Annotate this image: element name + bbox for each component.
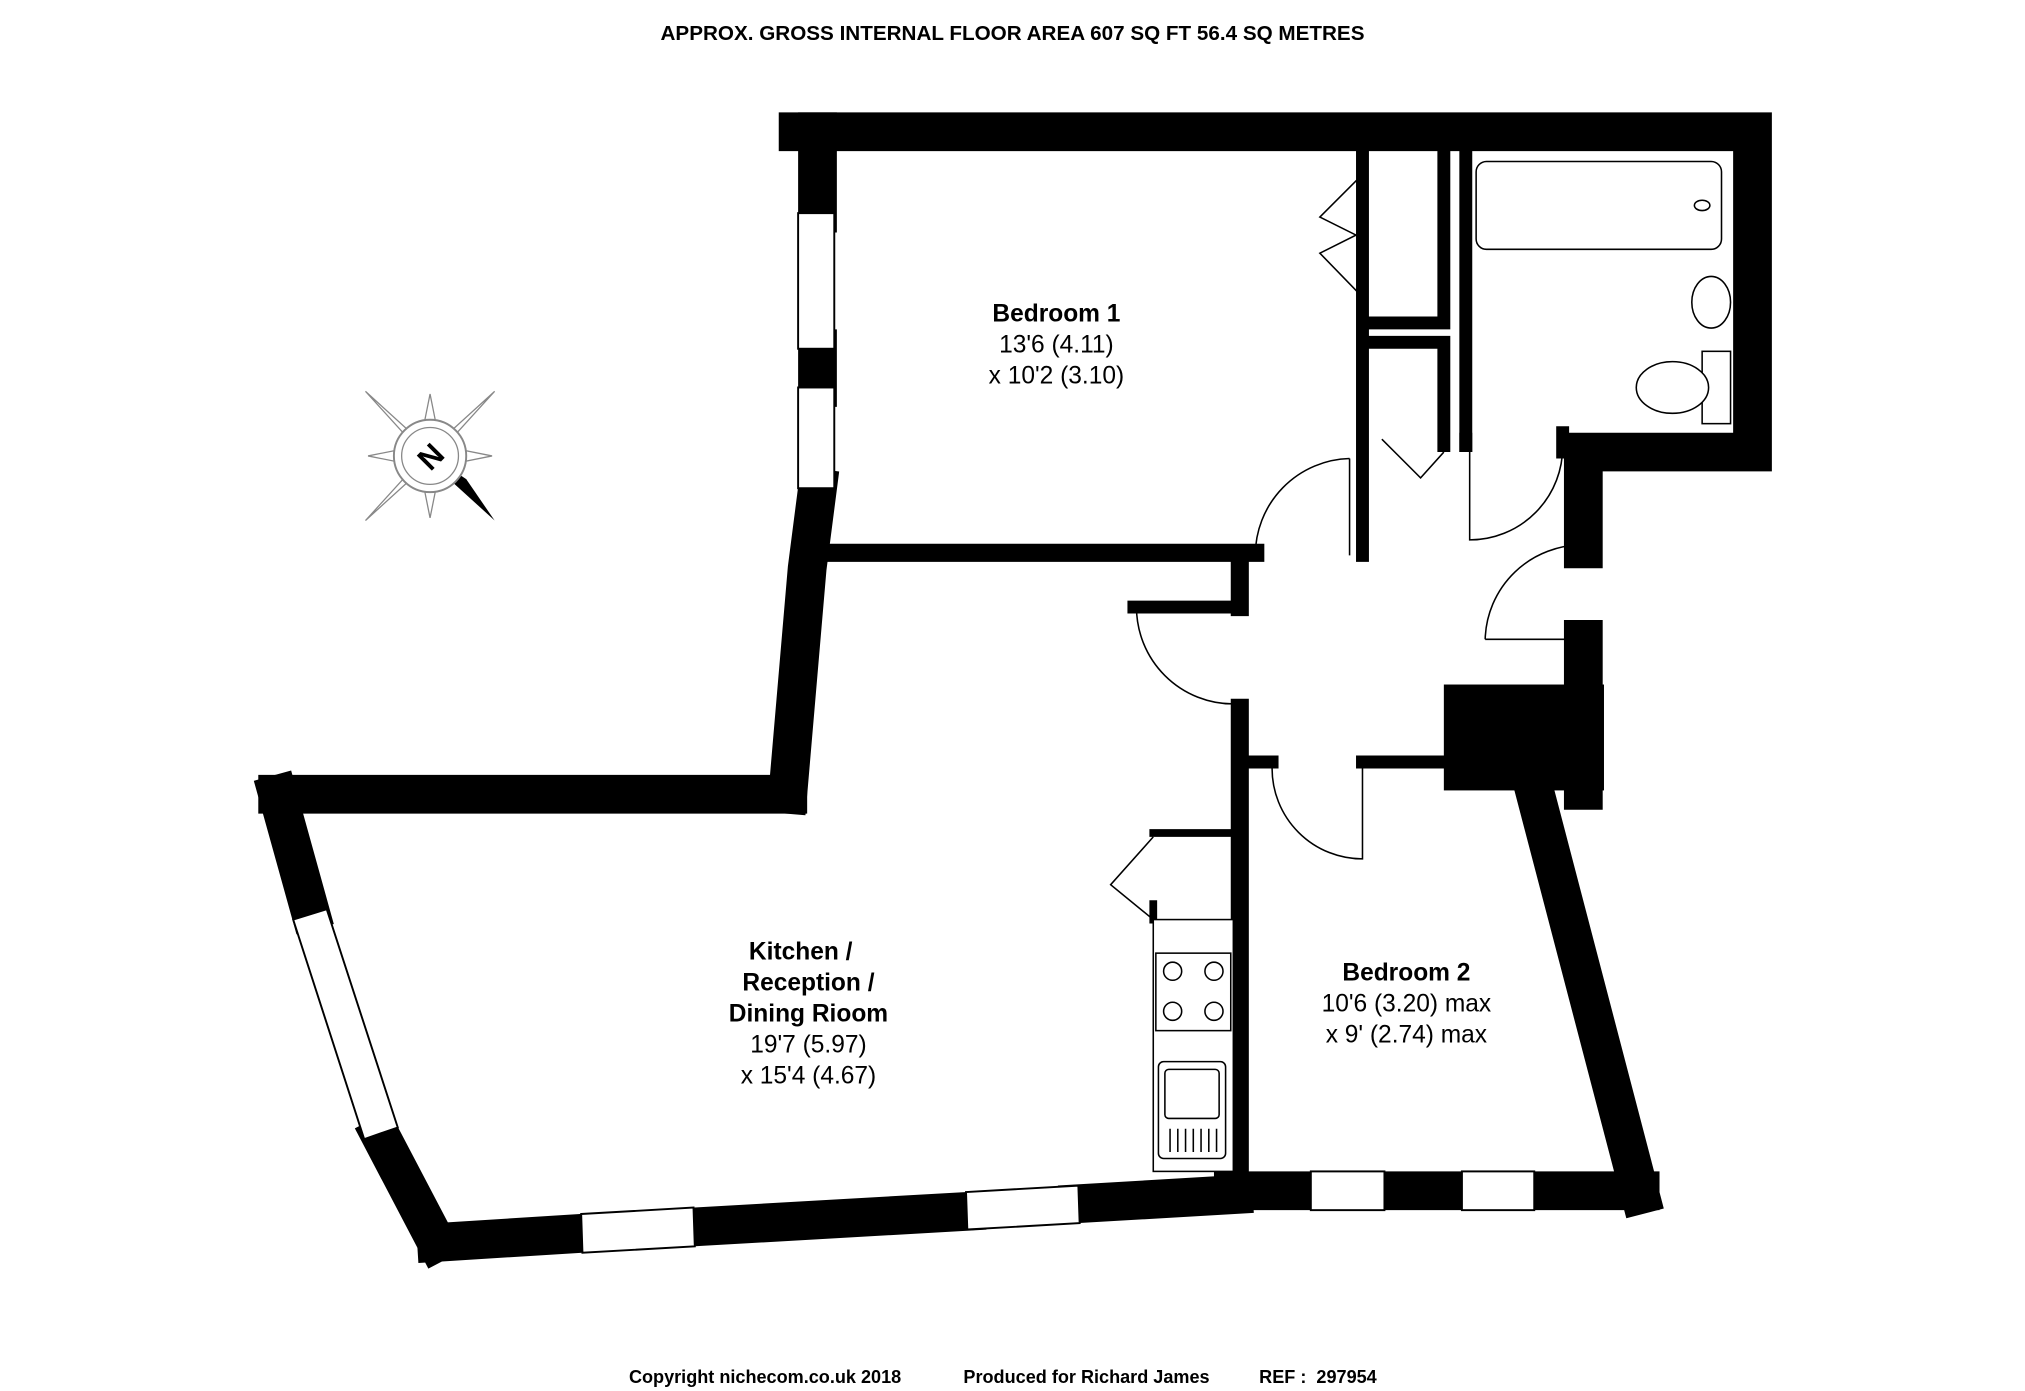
doors [1109, 173, 1584, 921]
room-name: Kitchen / [749, 939, 853, 966]
window [965, 1184, 1081, 1231]
window [1460, 1170, 1536, 1212]
basin-icon [1691, 275, 1732, 329]
north-compass-icon: N [365, 390, 496, 521]
bath-drain-icon [1693, 199, 1711, 212]
windows [291, 212, 1536, 1254]
wall-top [778, 112, 1772, 569]
door-bed1 [1254, 457, 1351, 556]
wall-bed1-right [1356, 145, 1473, 562]
hob-ring [1162, 961, 1183, 982]
door-bathroom [1468, 445, 1564, 541]
drainer-lines [1169, 1128, 1218, 1153]
window [797, 386, 836, 490]
room-dimension: x 10'2 (3.10) [989, 363, 1125, 390]
wall-bed1-left [766, 112, 840, 816]
room-bedroom-1: Bedroom 1 13'6 (4.11) x 10'2 (3.10) [989, 301, 1125, 390]
wall-kitchen-bottom [415, 1174, 1254, 1263]
walls [253, 112, 1772, 1269]
room-name: Bedroom 1 [992, 301, 1120, 328]
floor-area-title: APPROX. GROSS INTERNAL FLOOR AREA 607 SQ… [661, 22, 1365, 45]
room-name: Dining Rioom [729, 1001, 888, 1028]
produced-for-text: Produced for Richard James [963, 1367, 1209, 1387]
room-dimension: 13'6 (4.11) [999, 332, 1114, 359]
footer: Copyright nichecom.co.uk 2018 Produced f… [629, 1367, 1377, 1387]
reference-text: REF : 297954 [1259, 1367, 1377, 1387]
fixtures [1152, 160, 1732, 1173]
sink-bowl [1164, 1068, 1220, 1120]
structural-block [1443, 684, 1604, 791]
copyright-text: Copyright nichecom.co.uk 2018 [629, 1367, 901, 1387]
door-entrance [1484, 544, 1584, 641]
wall-bath-door [1459, 426, 1570, 459]
door-cupboard [1381, 438, 1445, 480]
room-dimension: x 9' (2.74) max [1326, 1021, 1487, 1048]
room-name: Bedroom 2 [1342, 959, 1470, 986]
wall-cupboard [1149, 829, 1238, 924]
window [291, 908, 399, 1141]
toilet-icon [1635, 360, 1710, 415]
room-dimension: 10'6 (3.20) max [1322, 990, 1492, 1017]
kitchen-cupboard-door [1109, 836, 1154, 921]
room-bedroom-2: Bedroom 2 10'6 (3.20) max x 9' (2.74) ma… [1322, 959, 1492, 1048]
wardrobe-doors [1318, 173, 1364, 298]
wall-bed2-right [1506, 751, 1664, 1219]
hob-ring [1162, 1001, 1183, 1022]
door-bed2 [1271, 762, 1364, 860]
room-kitchen-reception-dining: Kitchen / Reception / Dining Rioom 19'7 … [729, 939, 888, 1090]
bathtub-icon [1475, 160, 1723, 251]
room-dimension: x 15'4 (4.67) [741, 1063, 877, 1090]
window [580, 1206, 696, 1254]
room-dimension: 19'7 (5.97) [750, 1032, 866, 1059]
window [1309, 1170, 1386, 1212]
room-name: Reception / [742, 970, 874, 997]
window [797, 212, 836, 350]
hob-ring [1204, 1001, 1224, 1022]
hob-ring [1204, 961, 1224, 982]
door-kitchen [1135, 606, 1234, 705]
